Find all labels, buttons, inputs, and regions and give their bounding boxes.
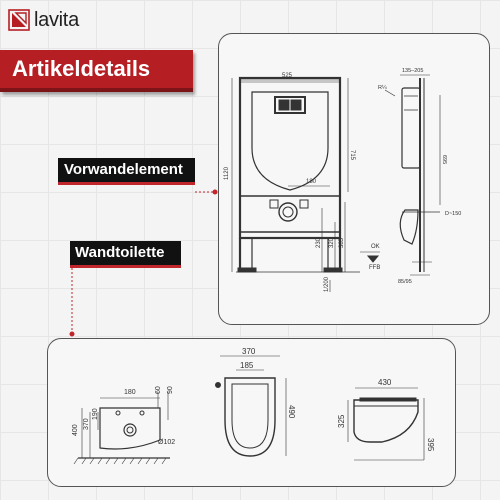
dim-profile-height: 325 — [337, 414, 346, 428]
dim-d1: 60 — [155, 386, 162, 394]
dim-depth: 135–205 — [402, 68, 423, 74]
title-banner: Artikeldetails — [0, 50, 193, 92]
label-frame-text: Vorwandelement — [64, 161, 183, 178]
dim-top-inner: 185 — [240, 361, 254, 370]
dim-d2: 90 — [167, 386, 174, 394]
dim-h1-toilet: 370 — [83, 418, 90, 430]
frame-side-view — [384, 74, 441, 276]
floor-label-2: FFB — [369, 265, 380, 271]
dim-d: D~150 — [445, 211, 461, 217]
frame-side-dims-text: 135–205 R¼ 695 D~150 85/95 — [378, 68, 461, 285]
label-toilet: Wandtoilette — [70, 241, 181, 265]
dim-profile-length: 430 — [378, 378, 392, 387]
dim-top-width: 370 — [242, 347, 256, 356]
dim-h2: 320 — [329, 237, 335, 248]
dim-side-height: 695 — [441, 155, 447, 164]
brand-name: lavita — [34, 8, 79, 31]
frame-front-dims-text: 525 1120 715 180 230 320 385 1/200 OK FF… — [224, 73, 380, 292]
connector-frame-dot — [212, 189, 218, 195]
page-title: Artikeldetails — [12, 56, 151, 81]
toilet-back-dims-text: 180 60 90 400 370 190 Ø102 — [72, 386, 175, 446]
dim-mount: 180 — [124, 389, 136, 396]
dim-h3: 385 — [339, 237, 345, 248]
toilet-profile-dims-text: 430 325 395 — [337, 378, 435, 452]
dim-h1: 230 — [316, 237, 322, 248]
floor-label-1: OK — [371, 244, 380, 250]
label-frame: Vorwandelement — [58, 158, 195, 182]
frame-drawing-card — [218, 33, 490, 325]
dim-h2-toilet: 190 — [92, 408, 99, 420]
dim-pipe: Ø102 — [158, 439, 175, 446]
label-frame-accent — [58, 182, 195, 185]
dim-h-total: 400 — [72, 424, 79, 436]
dim-width: 525 — [282, 73, 293, 79]
toilet-top-view — [215, 355, 287, 457]
lavita-logo-icon — [8, 9, 30, 31]
toilet-back-view — [73, 392, 170, 465]
toilet-top-dims-text: 370 185 490 — [240, 347, 296, 419]
dim-outlet-offset: 180 — [306, 179, 317, 185]
dim-h4: 1/200 — [324, 276, 330, 292]
dim-radius: R¼ — [378, 85, 387, 91]
label-toilet-text: Wandtoilette — [75, 244, 165, 261]
brand-logo: lavita — [8, 8, 79, 32]
dim-mid-height: 715 — [349, 150, 355, 161]
dim-base: 85/95 — [398, 279, 412, 285]
dim-profile-h2: 395 — [426, 438, 435, 452]
dim-top-length: 490 — [287, 405, 296, 419]
dim-height: 1120 — [224, 166, 230, 180]
toilet-profile-view — [347, 387, 425, 461]
frame-front-view — [231, 76, 380, 292]
label-toilet-accent — [70, 265, 181, 268]
connector-toilet-dot — [69, 331, 75, 337]
